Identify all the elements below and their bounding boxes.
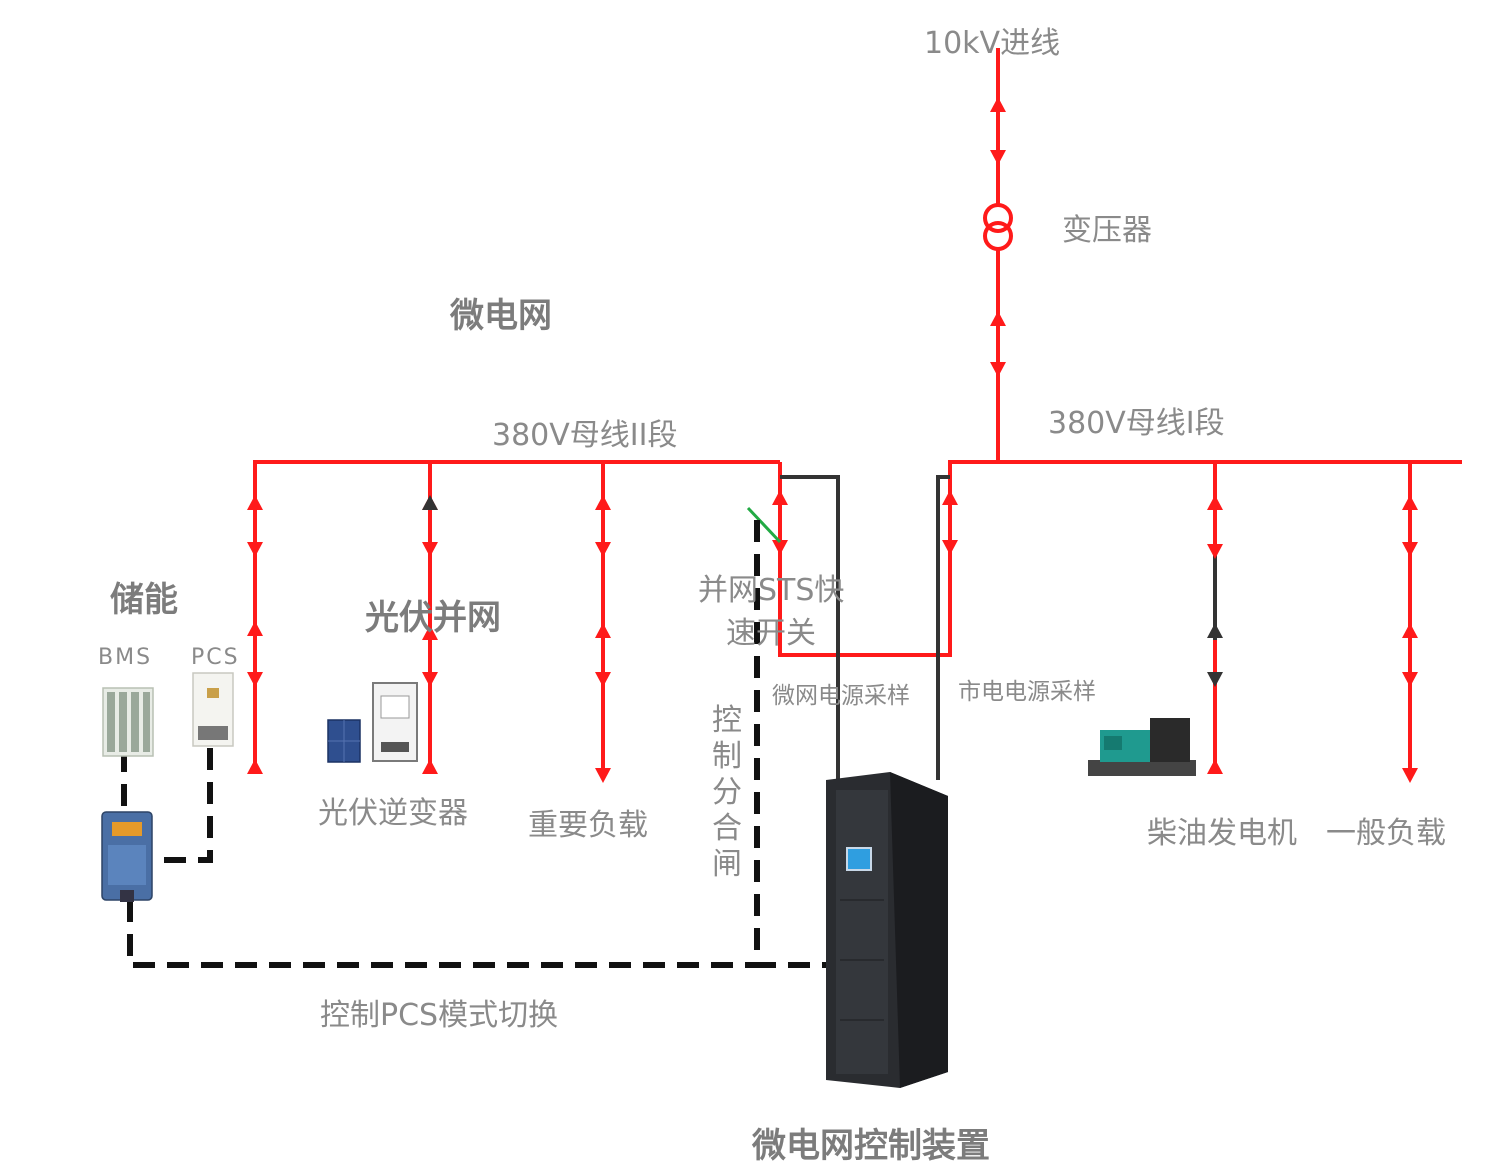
pv-inverter-icon [372, 682, 418, 762]
bms-rack-icon [102, 687, 154, 757]
microgrid-title: 微电网 [450, 296, 552, 336]
diesel-generator-icon [1088, 718, 1196, 776]
sts-label-line2: 速开关 [726, 616, 816, 651]
bms-label: BMS [98, 645, 153, 670]
feeder-general-load [1402, 462, 1418, 783]
feeder-important-load [595, 462, 611, 783]
pcs-mode-switch-label: 控制PCS模式切换 [320, 998, 559, 1033]
storage-label: 储能 [110, 580, 178, 620]
utility-sample-line [936, 475, 950, 780]
control-dashed-lines [121, 520, 826, 968]
controller-cabinet-icon [826, 772, 948, 1088]
sts-arrows [772, 490, 958, 555]
bus-i-label: 380V母线I段 [1048, 406, 1225, 441]
pcs-label: PCS [191, 645, 240, 670]
important-load-label: 重要负载 [528, 808, 648, 843]
sts-label-line1: 并网STS快 [698, 573, 845, 608]
microgrid-sample-line [780, 475, 840, 780]
bus-ii-label: 380V母线II段 [492, 418, 678, 453]
pcs-cabinet-icon [192, 672, 234, 747]
control-switch-label: 控制分合闸 [712, 703, 742, 882]
pv-inverter-label: 光伏逆变器 [318, 796, 468, 831]
sts-switch-blade [746, 506, 782, 544]
microgrid-sampling-label: 微网电源采样 [772, 683, 910, 709]
feeder-diesel [1207, 462, 1223, 774]
diesel-generator-label: 柴油发电机 [1147, 816, 1297, 851]
feeder-storage [247, 462, 263, 774]
pv-panel-icon [327, 719, 361, 763]
sts-switch-loop [778, 462, 952, 657]
general-load-label: 一般负载 [1326, 816, 1446, 851]
transformer-label: 变压器 [1062, 213, 1152, 248]
controller-label: 微电网控制装置 [752, 1126, 990, 1166]
transformer-icon [983, 203, 1013, 251]
pv-grid-label: 光伏并网 [365, 598, 501, 638]
incoming-line-label: 10kV进线 [924, 26, 1061, 61]
storage-controller-icon [101, 811, 153, 902]
utility-sampling-label: 市电电源采样 [958, 679, 1096, 705]
feeder-pv [422, 462, 438, 774]
